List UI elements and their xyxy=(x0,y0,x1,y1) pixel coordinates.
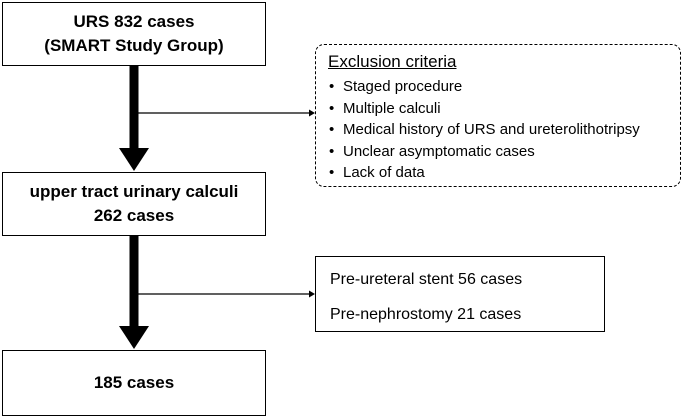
pre-treatment-box: Pre-ureteral stent 56 cases Pre-nephrost… xyxy=(315,256,605,332)
exclusion-item-label: Medical history of URS and ureterolithot… xyxy=(343,121,640,138)
bullet-icon: • xyxy=(329,99,335,117)
exclusion-criteria-box: Exclusion criteria • Staged procedure • Mu… xyxy=(315,44,681,187)
arrowhead-to-pre-stent xyxy=(309,290,315,298)
bullet-icon: • xyxy=(329,164,335,181)
exclusion-item-label: Unclear asymptomatic cases xyxy=(343,142,535,160)
exclusion-item: • Unclear asymptomatic cases xyxy=(329,141,680,163)
box-final-cases: 185 cases xyxy=(2,350,266,416)
bottom-box-line1: 185 cases xyxy=(93,373,175,392)
exclusion-item-label: Multiple calculi xyxy=(343,99,441,117)
top-box-line1: URS 832 cases xyxy=(73,12,195,31)
exclusion-item-label: Lack of data xyxy=(343,164,425,181)
middle-box-line1: upper tract urinary calculi xyxy=(29,182,239,201)
exclusion-title: Exclusion criteria xyxy=(328,52,457,71)
arrowhead-to-exclusion xyxy=(309,109,315,117)
box-upper-tract-calculi: upper tract urinary calculi 262 cases xyxy=(2,172,266,236)
bullet-icon: • xyxy=(329,142,335,160)
exclusion-item: • Lack of data xyxy=(329,162,680,184)
top-box-line2: (SMART Study Group) xyxy=(44,36,224,55)
arrowhead-top-to-middle xyxy=(119,148,149,171)
exclusion-item: • Multiple calculi xyxy=(329,98,680,120)
pre-ureteral-stent-text: Pre-ureteral stent 56 cases xyxy=(330,271,523,288)
pre-nephrostomy-text: Pre-nephrostomy 21 cases xyxy=(330,306,522,323)
exclusion-item-label: Staged procedure xyxy=(343,78,463,95)
exclusion-list: • Staged procedure • Multiple calculi • Med… xyxy=(328,76,680,184)
bullet-icon: • xyxy=(329,78,335,95)
middle-box-line2: 262 cases xyxy=(93,206,175,225)
bullet-icon: • xyxy=(329,121,335,138)
arrowhead-middle-to-bottom xyxy=(119,326,149,349)
box-urs-cases: URS 832 cases (SMART Study Group) xyxy=(2,2,266,66)
exclusion-item: • Medical history of URS and ureterolitho… xyxy=(329,119,680,141)
exclusion-item: • Staged procedure xyxy=(329,76,680,98)
